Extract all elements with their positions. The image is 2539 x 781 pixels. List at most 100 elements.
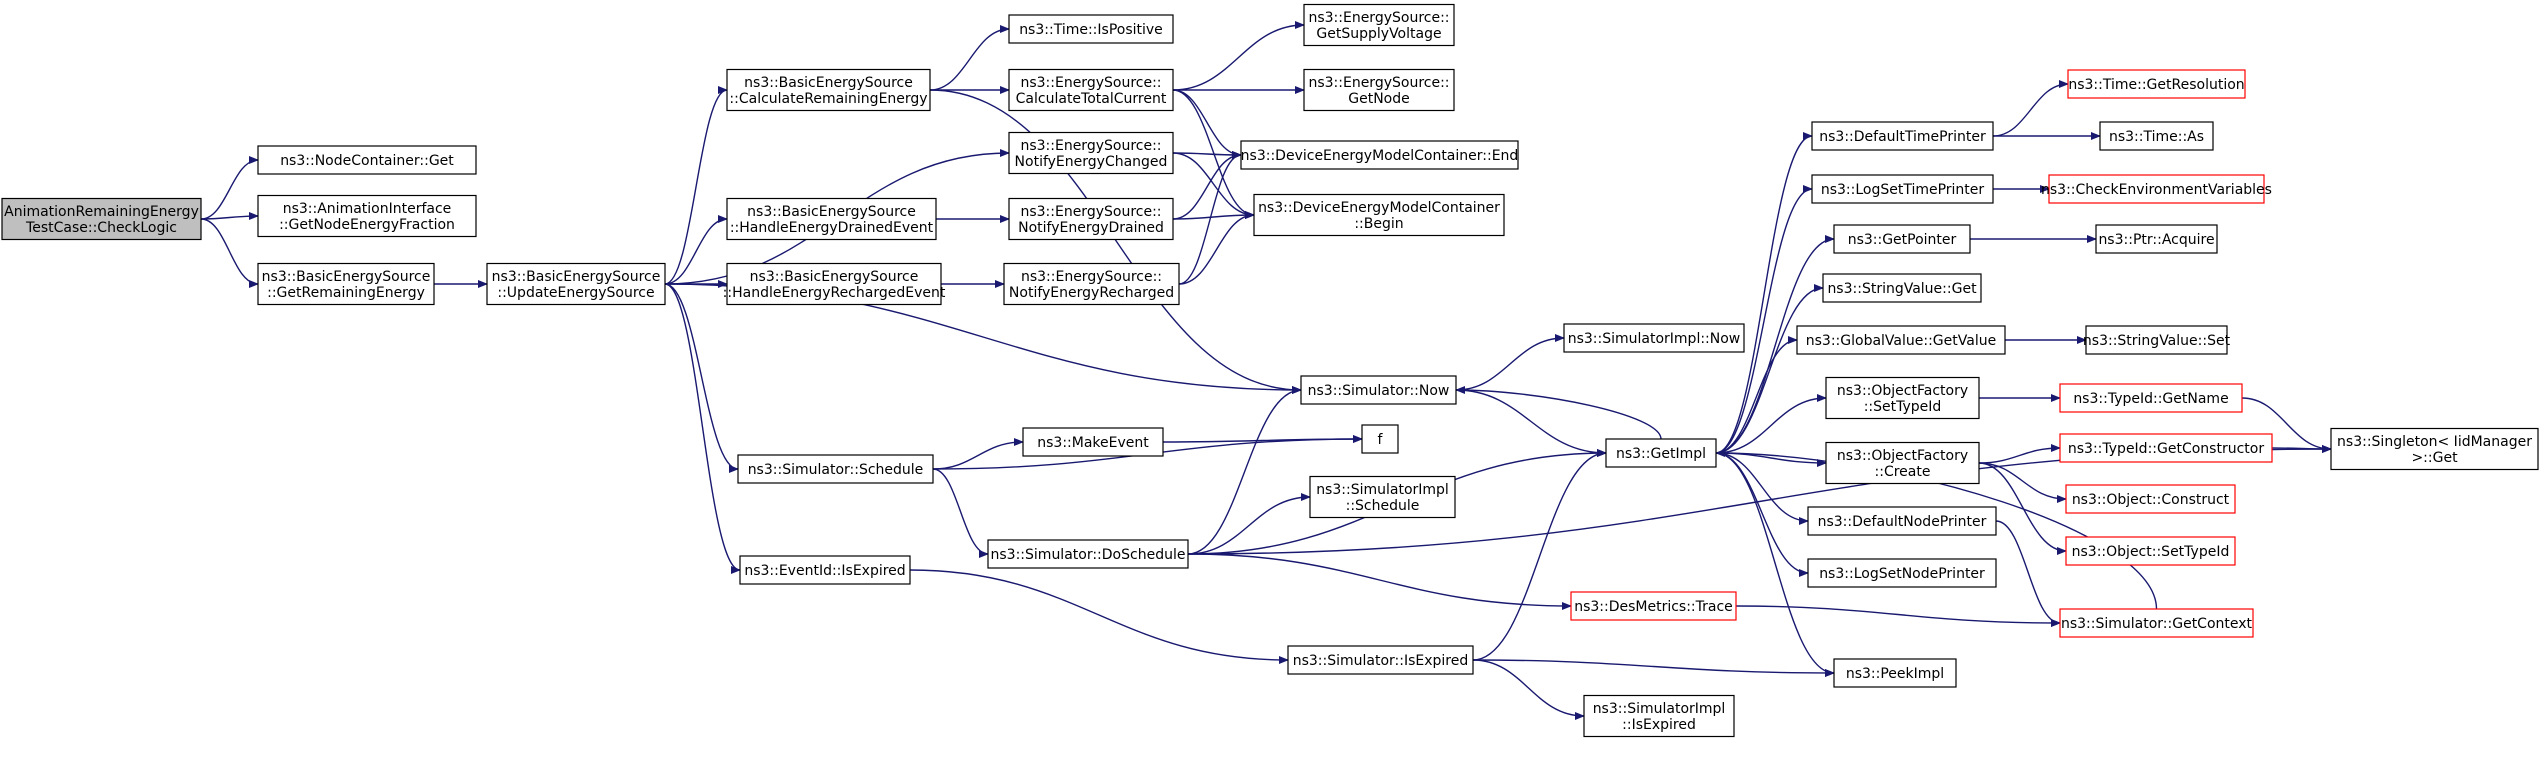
node-globalvalue-getvalue[interactable]: ns3::GlobalValue::GetValue (1796, 325, 2006, 355)
node-stringvalue-set[interactable]: ns3::StringValue::Set (2083, 325, 2231, 355)
node-box[interactable] (1570, 591, 1737, 621)
node-sim-getcontext[interactable]: ns3::Simulator::GetContext (2059, 608, 2254, 638)
node-default-time-printer[interactable]: ns3::DefaultTimePrinter (1811, 121, 1994, 151)
node-box[interactable] (2099, 121, 2214, 151)
node-typeid-getctor[interactable]: ns3::TypeId::GetConstructor (2059, 433, 2273, 463)
node-box[interactable] (1303, 3, 1455, 47)
node-box[interactable] (2085, 325, 2228, 355)
node-box[interactable] (1811, 174, 1994, 204)
node-box[interactable] (1807, 558, 1997, 588)
node-f[interactable]: f (1361, 424, 1399, 454)
node-box[interactable] (739, 555, 911, 585)
node-box[interactable] (726, 262, 942, 306)
node-time-as[interactable]: ns3::Time::As (2099, 121, 2214, 151)
node-box[interactable] (1583, 694, 1735, 738)
node-of-settypeid[interactable]: ns3::ObjectFactory::SetTypeId (1825, 376, 1980, 420)
node-nc-get[interactable]: ns3::NodeContainer::Get (257, 145, 477, 175)
node-box[interactable] (1008, 197, 1174, 241)
node-box[interactable] (1563, 323, 1745, 353)
node-box[interactable] (2095, 224, 2218, 254)
node-logset-time-printer[interactable]: ns3::LogSetTimePrinter (1811, 174, 1994, 204)
node-singleton-get[interactable]: ns3::Singleton< IidManager>::Get (2330, 427, 2539, 471)
node-box[interactable] (1811, 121, 1994, 151)
node-default-node-printer[interactable]: ns3::DefaultNodePrinter (1807, 506, 1997, 536)
node-box[interactable] (1287, 645, 1474, 675)
node-box[interactable] (2065, 536, 2236, 566)
node-box[interactable] (1796, 325, 2006, 355)
node-des-trace[interactable]: ns3::DesMetrics::Trace (1570, 591, 1737, 621)
node-box[interactable] (1825, 376, 1980, 420)
node-box[interactable] (726, 68, 931, 112)
node-demc-begin[interactable]: ns3::DeviceEnergyModelContainer::Begin (1253, 193, 1505, 237)
node-bes-update[interactable]: ns3::BasicEnergySource::UpdateEnergySour… (486, 262, 666, 306)
node-box[interactable] (737, 454, 934, 484)
node-demc-end[interactable]: ns3::DeviceEnergyModelContainer::End (1240, 140, 1519, 170)
node-box[interactable] (486, 262, 666, 306)
node-box[interactable] (1309, 475, 1456, 519)
node-root[interactable]: AnimationRemainingEnergyTestCase::CheckL… (1, 197, 202, 241)
node-object-settypeid[interactable]: ns3::Object::SetTypeId (2065, 536, 2236, 566)
node-time-ispositive[interactable]: ns3::Time::IsPositive (1008, 14, 1174, 44)
node-sim-doschedule[interactable]: ns3::Simulator::DoSchedule (987, 539, 1189, 569)
node-box[interactable] (1008, 14, 1174, 44)
node-box[interactable] (1003, 262, 1180, 306)
node-object-construct[interactable]: ns3::Object::Construct (2065, 484, 2236, 514)
node-es-notify-drained[interactable]: ns3::EnergySource::NotifyEnergyDrained (1008, 197, 1174, 241)
node-es-notify-changed[interactable]: ns3::EnergySource::NotifyEnergyChanged (1008, 131, 1174, 175)
node-box[interactable] (1825, 441, 1980, 485)
node-es-notify-recharged[interactable]: ns3::EnergySource::NotifyEnergyRecharged (1003, 262, 1180, 306)
node-box[interactable] (1, 197, 202, 241)
node-box[interactable] (257, 262, 435, 306)
node-sim-isexpired[interactable]: ns3::Simulator::IsExpired (1287, 645, 1474, 675)
node-logset-node-printer[interactable]: ns3::LogSetNodePrinter (1807, 558, 1997, 588)
node-getimpl[interactable]: ns3::GetImpl (1605, 438, 1717, 468)
node-es-calctotal[interactable]: ns3::EnergySource::CalculateTotalCurrent (1008, 68, 1174, 112)
node-simimpl-schedule[interactable]: ns3::SimulatorImpl::Schedule (1309, 475, 1456, 519)
node-typeid-getname[interactable]: ns3::TypeId::GetName (2059, 383, 2243, 413)
node-simimpl-isexpired[interactable]: ns3::SimulatorImpl::IsExpired (1583, 694, 1735, 738)
node-box[interactable] (1300, 375, 1457, 405)
node-eventid-expired[interactable]: ns3::EventId::IsExpired (739, 555, 911, 585)
node-bes-drained[interactable]: ns3::BasicEnergySource::HandleEnergyDrai… (726, 197, 937, 241)
node-box[interactable] (257, 145, 477, 175)
node-box[interactable] (1833, 658, 1957, 688)
node-box[interactable] (1303, 68, 1455, 112)
node-box[interactable] (1022, 427, 1164, 457)
node-box[interactable] (1605, 438, 1717, 468)
node-box[interactable] (1822, 273, 1982, 303)
node-es-supply[interactable]: ns3::EnergySource::GetSupplyVoltage (1303, 3, 1455, 47)
node-box[interactable] (2065, 484, 2236, 514)
node-box[interactable] (1253, 193, 1505, 237)
node-box[interactable] (1807, 506, 1997, 536)
node-box[interactable] (726, 197, 937, 241)
node-make-event[interactable]: ns3::MakeEvent (1022, 427, 1164, 457)
node-box[interactable] (2330, 427, 2539, 471)
node-stringvalue-get[interactable]: ns3::StringValue::Get (1822, 273, 1982, 303)
node-es-getnode[interactable]: ns3::EnergySource::GetNode (1303, 68, 1455, 112)
node-sim-schedule[interactable]: ns3::Simulator::Schedule (737, 454, 934, 484)
node-box[interactable] (1240, 140, 1519, 170)
node-anim-get[interactable]: ns3::AnimationInterface::GetNodeEnergyFr… (257, 194, 477, 238)
node-box[interactable] (1833, 224, 1971, 254)
node-box[interactable] (1361, 424, 1399, 454)
node-box[interactable] (1008, 131, 1174, 175)
node-box[interactable] (2067, 69, 2246, 99)
node-of-create[interactable]: ns3::ObjectFactory::Create (1825, 441, 1980, 485)
node-box[interactable] (987, 539, 1189, 569)
node-bes-getrem[interactable]: ns3::BasicEnergySource::GetRemainingEner… (257, 262, 435, 306)
node-simimpl-now[interactable]: ns3::SimulatorImpl::Now (1563, 323, 1745, 353)
node-check-env[interactable]: ns3::CheckEnvironmentVariables (2041, 174, 2272, 204)
node-box[interactable] (2048, 174, 2265, 204)
node-bes-recharged[interactable]: ns3::BasicEnergySource::HandleEnergyRech… (723, 262, 946, 306)
node-sim-now[interactable]: ns3::Simulator::Now (1300, 375, 1457, 405)
node-ptr-acquire[interactable]: ns3::Ptr::Acquire (2095, 224, 2218, 254)
node-box[interactable] (257, 194, 477, 238)
node-box[interactable] (2059, 608, 2254, 638)
node-box[interactable] (2059, 383, 2243, 413)
node-time-getres[interactable]: ns3::Time::GetResolution (2067, 69, 2246, 99)
node-getpointer[interactable]: ns3::GetPointer (1833, 224, 1971, 254)
node-peekimpl[interactable]: ns3::PeekImpl (1833, 658, 1957, 688)
node-bes-calc[interactable]: ns3::BasicEnergySource::CalculateRemaini… (726, 68, 931, 112)
node-box[interactable] (1008, 68, 1174, 112)
node-box[interactable] (2059, 433, 2273, 463)
